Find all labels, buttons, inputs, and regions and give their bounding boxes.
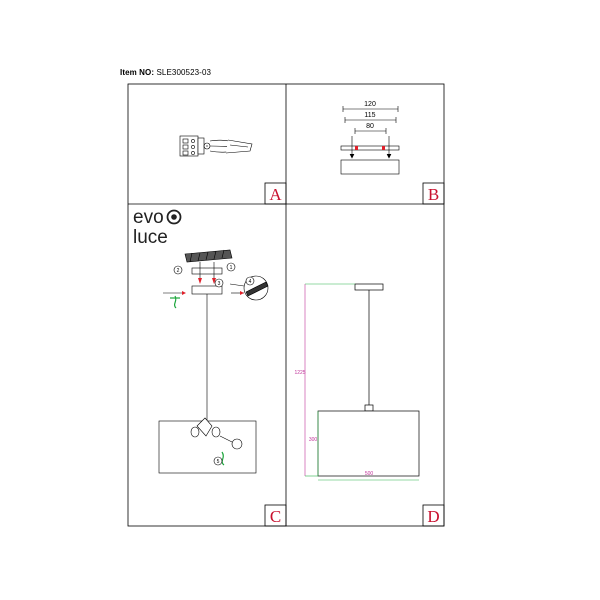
brand-line-1: evo (133, 207, 164, 228)
panel-d-shade (317, 410, 420, 477)
panel-c-red-arrows (182, 278, 244, 295)
panel-b-mounting-diagram (340, 106, 400, 175)
item-number-value: SLE300523-03 (156, 68, 212, 77)
step-5-label: 5 (217, 459, 220, 465)
step-4-circle (245, 276, 255, 286)
step-4-label: 4 (249, 279, 252, 285)
brand-logo: evo luce (133, 207, 182, 248)
panel-d-dim-shade-width: 500 (365, 471, 374, 477)
brand-dot-icon (171, 214, 177, 220)
brand-line-2: luce (133, 227, 168, 248)
step-2-circle (173, 265, 183, 275)
step-1-circle (226, 262, 236, 272)
panel-d-dimension-lines (304, 283, 419, 481)
panel-d-pendant-diagram (317, 283, 420, 477)
step-5-circle (213, 456, 223, 466)
step-2-label: 2 (177, 268, 180, 274)
panel-a-terminal-block (179, 135, 253, 157)
panel-b-screw-right (382, 146, 385, 150)
panel-b-dim-120: 120 (364, 101, 376, 108)
panel-c-step-markers (173, 262, 255, 466)
step-3-circle (214, 278, 224, 288)
panel-b-dim-80: 80 (366, 123, 374, 130)
brand-ring-icon (166, 209, 182, 225)
step-3-label: 3 (218, 281, 221, 287)
panel-b-letter: B (428, 185, 439, 204)
panel-a-letter: A (269, 185, 282, 204)
panel-d-dim-total-height: 1225 (294, 370, 305, 376)
panel-c-letter-box (264, 504, 287, 527)
panel-c-letter: C (270, 507, 281, 526)
panel-b-screw-left (355, 146, 358, 150)
panel-a-letter-box (264, 182, 287, 205)
panel-c-green-markers (170, 295, 225, 466)
panel-letter-boxes (264, 182, 445, 527)
item-number-caption: Item NO: (120, 68, 155, 77)
panel-b-dim-115: 115 (364, 112, 375, 119)
panel-d-dim-shade-height: 300 (309, 437, 318, 443)
panel-c-installation-diagram (158, 249, 269, 474)
panel-d-canopy (354, 283, 384, 291)
panel-d-letter-box (422, 504, 445, 527)
item-number-label: Item NO: SLE300523-03 (120, 68, 211, 77)
step-1-label: 1 (230, 265, 233, 271)
panel-b-letter-box (422, 182, 445, 205)
panel-d-letter: D (427, 507, 439, 526)
